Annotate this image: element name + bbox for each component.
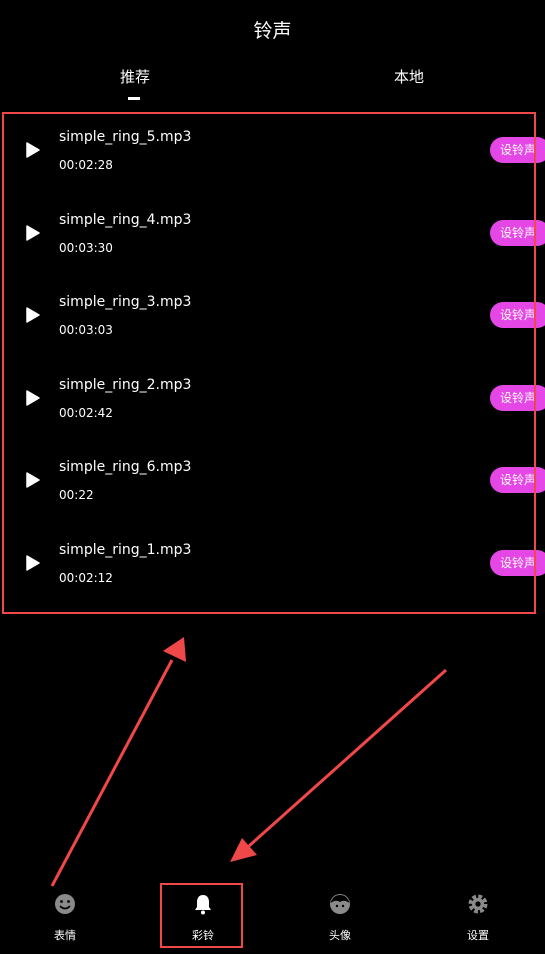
- nav-item-ringback[interactable]: 彩铃: [153, 893, 253, 943]
- list-item[interactable]: simple_ring_3.mp3 00:03:03 设铃声: [2, 277, 545, 360]
- play-icon[interactable]: [26, 389, 40, 406]
- ringtone-name: simple_ring_1.mp3: [59, 541, 192, 558]
- ringtone-duration: 00:02:42: [59, 405, 113, 420]
- ringtone-name: simple_ring_2.mp3: [59, 376, 192, 393]
- set-ringtone-button[interactable]: 设铃声: [490, 467, 545, 493]
- ringtone-duration: 00:03:03: [59, 323, 113, 337]
- tab-local[interactable]: 本地: [394, 68, 425, 86]
- play-icon[interactable]: [26, 142, 40, 158]
- annotation-arrowhead-up: [163, 637, 186, 662]
- list-item[interactable]: simple_ring_2.mp3 00:02:42 设铃声: [2, 360, 545, 443]
- nav-item-avatar[interactable]: 头像: [290, 893, 390, 943]
- set-ringtone-button[interactable]: 设铃声: [490, 137, 545, 163]
- annotation-arrow-down: [248, 668, 447, 848]
- nav-label-settings: 设置: [467, 929, 489, 942]
- gear-icon: [468, 894, 488, 914]
- list-item[interactable]: simple_ring_4.mp3 00:03:30 设铃声: [2, 195, 545, 278]
- nav-label-emoji: 表情: [54, 929, 76, 942]
- play-icon[interactable]: [26, 224, 40, 241]
- list-item[interactable]: simple_ring_1.mp3 00:02:12 设铃声: [2, 525, 545, 608]
- ringtone-duration: 00:02:28: [59, 158, 113, 172]
- nav-label-avatar: 头像: [329, 929, 351, 942]
- tab-recommended[interactable]: 推荐: [120, 68, 151, 86]
- set-ringtone-button[interactable]: 设铃声: [490, 384, 545, 411]
- ringtone-name: simple_ring_6.mp3: [59, 459, 192, 475]
- annotation-arrow-up: [50, 659, 174, 887]
- ringtone-name: simple_ring_3.mp3: [59, 294, 192, 310]
- ringtone-name: simple_ring_4.mp3: [59, 211, 192, 228]
- set-ringtone-button[interactable]: 设铃声: [490, 219, 545, 246]
- list-item[interactable]: simple_ring_5.mp3 00:02:28 设铃声: [2, 112, 545, 195]
- ringtone-name: simple_ring_5.mp3: [59, 129, 192, 145]
- nav-item-settings[interactable]: 设置: [428, 893, 528, 943]
- bell-icon: [195, 895, 211, 915]
- page-title: 铃声: [253, 20, 292, 42]
- list-item[interactable]: simple_ring_6.mp3 00:22 设铃声: [2, 442, 545, 525]
- set-ringtone-button[interactable]: 设铃声: [490, 302, 545, 328]
- ringtone-duration: 00:02:12: [59, 570, 113, 585]
- play-icon[interactable]: [26, 554, 40, 571]
- smiley-icon: [55, 894, 75, 914]
- tab-indicator: [128, 97, 140, 100]
- annotation-arrowhead-down: [230, 838, 257, 862]
- nav-label-ringback: 彩铃: [192, 929, 214, 942]
- play-icon[interactable]: [26, 307, 40, 323]
- nav-item-emoji[interactable]: 表情: [15, 893, 115, 943]
- ringtone-duration: 00:03:30: [59, 240, 113, 255]
- avatar-icon: [330, 894, 350, 914]
- set-ringtone-button[interactable]: 设铃声: [490, 549, 545, 576]
- play-icon[interactable]: [26, 472, 40, 488]
- ringtone-list: simple_ring_5.mp3 00:02:28 设铃声 simple_ri…: [2, 112, 545, 608]
- ringtone-duration: 00:22: [59, 488, 94, 502]
